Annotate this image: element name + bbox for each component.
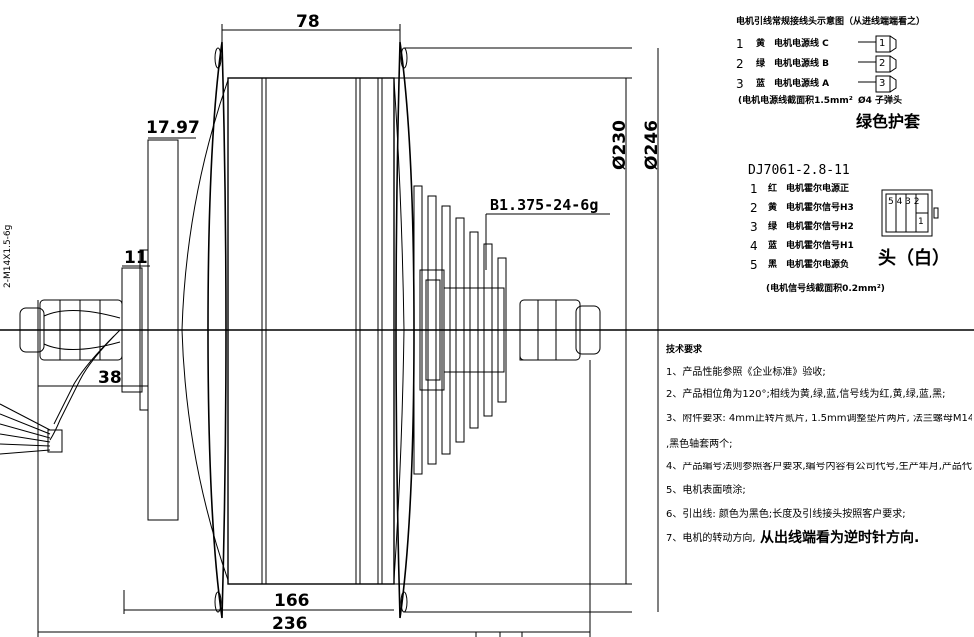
- dim-236: 236: [272, 614, 308, 634]
- phase-item-num: 3: [736, 77, 744, 91]
- phase-tag-3: 3: [879, 78, 886, 89]
- phase-legend-title: 电机引线常规接线头示意图（从进线端端看之）: [736, 17, 926, 27]
- phase-tag-1: 1: [879, 38, 886, 49]
- hall-item-desc: 电机霍尔电源负: [786, 260, 850, 270]
- requirement-line: 3、附件要求: 4mm止转片贰片, 1.5mm调整垫片两片, 法兰螺母M14X1…: [666, 414, 972, 424]
- requirement-line: 4、产品编号法则参照客户要求,编号内容有公司代号,生产年月,产品代号,生产流水号…: [666, 462, 972, 472]
- hall-item-num: 5: [750, 258, 758, 272]
- phase-item-desc: 电机电源线 B: [774, 59, 829, 69]
- left-rim-flange: [207, 41, 227, 619]
- requirements-title: 技术要求: [666, 345, 703, 355]
- right-rim-flange: [395, 41, 415, 619]
- hall-item-color: 绿: [768, 222, 778, 232]
- hall-connector-icon: [881, 189, 939, 237]
- cassette-sprockets: [413, 185, 507, 475]
- phase-connector-icons: [858, 35, 897, 93]
- hall-item-desc: 电机霍尔信号H1: [786, 241, 854, 251]
- hall-model: DJ7061-2.8-11: [748, 163, 850, 178]
- cable: [49, 329, 121, 441]
- dimension-lines: [37, 24, 659, 637]
- phase-item-color: 蓝: [756, 79, 766, 89]
- dim-diameter-246: Ø246: [642, 120, 662, 170]
- dim-38: 38: [98, 368, 122, 388]
- phase-tag-2: 2: [879, 58, 886, 69]
- hall-item-color: 蓝: [768, 241, 778, 251]
- requirement-line: 2、产品相位角为120°;相线为黄,绿,蓝,信号线为红,黄,绿,蓝,黑;: [666, 389, 946, 400]
- dim-11: 11: [124, 248, 148, 268]
- hall-item-num: 3: [750, 220, 758, 234]
- requirement-line: 6、引出线: 颜色为黑色;长度及引线接头按照客户要求;: [666, 509, 906, 520]
- hall-item-color: 黑: [768, 260, 778, 270]
- dim-166: 166: [274, 591, 310, 611]
- dim-diameter-230: Ø230: [610, 120, 630, 170]
- hall-item-color: 黄: [768, 203, 778, 213]
- dim-78: 78: [296, 12, 320, 32]
- phase-item-desc: 电机电源线 C: [774, 39, 829, 49]
- hall-wire-area: (电机信号线截面积0.2mm²): [766, 284, 885, 294]
- rotation-direction: 从出线端看为逆时针方向.: [760, 530, 920, 546]
- phase-sleeve-label: 绿色护套: [856, 112, 921, 131]
- hall-item-desc: 电机霍尔信号H3: [786, 203, 854, 213]
- phase-item-num: 1: [736, 37, 744, 51]
- phase-item-color: 绿: [756, 59, 766, 69]
- phase-wire-area: (电机电源线截面积1.5mm²: [738, 96, 853, 106]
- thread-spec: B1.375-24-6g: [490, 196, 599, 214]
- hall-pins-top: 5 4 3 2: [888, 197, 920, 207]
- phase-item-num: 2: [736, 57, 744, 71]
- hall-item-color: 红: [768, 184, 778, 194]
- requirement-line: 7、电机的转动方向,: [666, 533, 756, 544]
- phase-item-color: 黄: [756, 39, 766, 49]
- hall-item-num: 4: [750, 239, 758, 253]
- phase-item-desc: 电机电源线 A: [774, 79, 830, 89]
- hall-item-num: 2: [750, 201, 758, 215]
- requirement-line: 5、电机表面喷涂;: [666, 485, 746, 496]
- requirement-line: 1、产品性能参照《企业标准》验收;: [666, 367, 826, 378]
- motor-body: [227, 77, 395, 585]
- hall-item-num: 1: [750, 182, 758, 196]
- axle-thread-label: 2-M14X1.5-6g: [3, 224, 13, 288]
- dim-17-97: 17.97: [146, 118, 200, 138]
- hall-pins-bottom: 1: [918, 217, 924, 227]
- hall-item-desc: 电机霍尔信号H2: [786, 222, 854, 232]
- hall-head-label: 头（白）: [878, 248, 950, 269]
- phase-connector-type: Ø4 子弹头: [858, 96, 903, 106]
- requirement-line: ,黑色轴套两个;: [666, 439, 733, 450]
- hall-item-desc: 电机霍尔电源正: [786, 184, 850, 194]
